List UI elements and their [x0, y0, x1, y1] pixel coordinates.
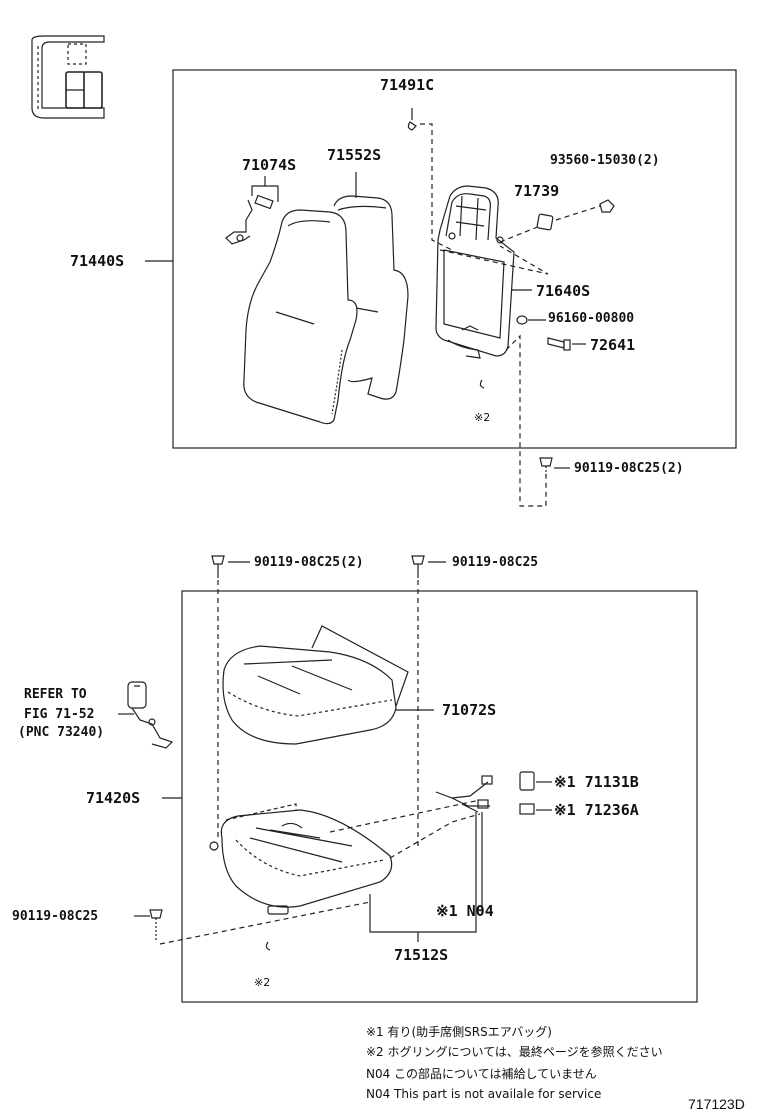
hog-ring-lower [265, 941, 271, 951]
bolt-90119-mid-left [211, 555, 225, 578]
bolt-90119-lower [149, 909, 163, 940]
refer-line-2: FIG 71-52 [24, 707, 95, 722]
part-label-71739: 71739 [514, 182, 560, 200]
clip-71491c [407, 108, 417, 131]
part-label-90119-mid-right: 90119-08C25 [452, 555, 539, 570]
part-label-71072s: 71072S [442, 701, 497, 719]
part-label-71420s: 71420S [86, 789, 141, 807]
vehicle-locator-icon [31, 35, 105, 119]
seatback-cover [243, 209, 358, 425]
part-label-90119-top: 90119-08C25(2) [574, 461, 684, 476]
part-label-93560: 93560-15030(2) [550, 153, 660, 168]
hog-ring-mark-upper: ※2 [474, 411, 491, 424]
wire-harness [435, 775, 493, 813]
seat-cushion-pad [209, 809, 393, 915]
part-label-71640s: 71640S [536, 282, 591, 300]
part-label-72641: 72641 [590, 336, 636, 354]
screw-72641 [547, 337, 571, 351]
bolt-93560 [599, 199, 615, 213]
part-label-n04: ※1 N04 [436, 902, 494, 920]
seatback-frame-71640s [435, 185, 515, 359]
hog-ring-upper [479, 379, 485, 389]
part-label-96160: 96160-00800 [548, 311, 635, 326]
part-label-71552s: 71552S [327, 146, 382, 164]
connector-71236a [519, 803, 535, 815]
part-label-71491c: 71491C [380, 76, 435, 94]
part-label-71131b: ※1 71131B [554, 773, 639, 791]
bolt-90119-upper [539, 457, 553, 478]
part-label-71512s: 71512S [394, 946, 449, 964]
refer-line-3: (PNC 73240) [18, 725, 105, 740]
part-label-71074s: 71074S [242, 156, 297, 174]
seatbelt-buckle [127, 681, 174, 749]
seat-cushion-cover [222, 625, 409, 745]
figure-id: 717123D [688, 1096, 745, 1112]
footnote-1: ※1 有り(助手席側SRSエアバッグ) [366, 1025, 552, 1039]
washer-96160 [516, 315, 528, 325]
seatback-frame-box [172, 69, 737, 449]
footnote-3: N04 この部品については補給していません [366, 1067, 597, 1081]
hog-ring-mark-lower: ※2 [254, 976, 271, 989]
sensor-71131b [519, 771, 535, 791]
clip-71074s [225, 194, 274, 245]
part-label-90119-mid-left: 90119-08C25(2) [254, 555, 364, 570]
part-label-71236a: ※1 71236A [554, 801, 639, 819]
cushion-frame-box [181, 590, 698, 1003]
footnote-4: N04 This part is not availale for servic… [366, 1087, 602, 1101]
pad-71739 [536, 213, 554, 231]
seatback-pad [333, 195, 409, 400]
bolt-90119-mid-right [411, 555, 425, 578]
part-label-90119-lower: 90119-08C25 [12, 909, 99, 924]
footnote-2: ※2 ホグリングについては、最終ページを参照ください [366, 1045, 663, 1059]
part-label-71440s: 71440S [70, 252, 125, 270]
refer-line-1: REFER TO [24, 687, 87, 702]
